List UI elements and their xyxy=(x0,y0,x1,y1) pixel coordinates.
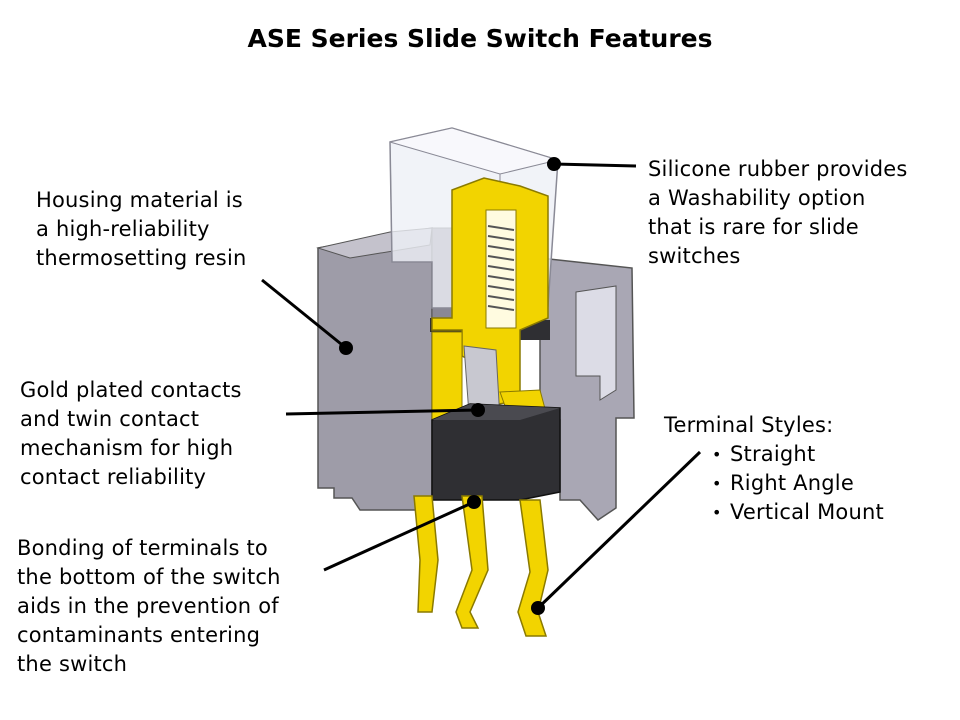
terminal-right xyxy=(517,499,549,637)
housing-left-block xyxy=(317,227,433,511)
housing-right-inner xyxy=(575,285,617,401)
list-item: Right Angle xyxy=(712,469,884,498)
switch-base-top xyxy=(432,404,560,420)
terminal-left xyxy=(413,495,439,613)
terminal-middle xyxy=(455,495,489,629)
terminal-styles-list: Straight Right Angle Vertical Mount xyxy=(712,440,884,527)
list-item: Straight xyxy=(712,440,884,469)
callout-terminal-styles: Terminal Styles: Straight Right Angle Ve… xyxy=(664,411,884,527)
leader-terminal xyxy=(536,450,702,610)
terminal-styles-heading: Terminal Styles: xyxy=(664,413,834,437)
spring xyxy=(487,225,515,311)
callout-bonding: Bonding of terminals to the bottom of th… xyxy=(17,536,281,676)
leader-contacts xyxy=(285,408,479,416)
slide-title: ASE Series Slide Switch Features xyxy=(247,24,713,53)
leader-silicone xyxy=(553,162,637,168)
callout-silicone: Silicone rubber provides a Washability o… xyxy=(648,157,908,268)
callout-housing: Housing material is a high-reliability t… xyxy=(36,188,247,270)
leader-housing xyxy=(261,278,347,350)
list-item: Vertical Mount xyxy=(712,498,884,527)
callout-contacts: Gold plated contacts and twin contact me… xyxy=(20,378,242,489)
leader-bonding xyxy=(323,500,475,572)
